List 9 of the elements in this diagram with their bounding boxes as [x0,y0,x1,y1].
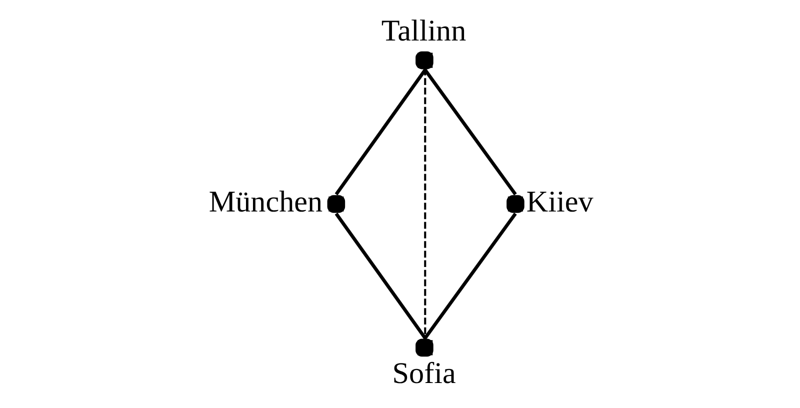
node-label: München [208,184,322,219]
connector [424,68,426,340]
node-label: Tallinn [380,14,466,48]
node-label: Sofia [392,356,456,390]
connector [423,212,516,340]
connector [334,68,426,196]
node-label: Kiiev [526,184,593,219]
connector [334,212,426,340]
connector [423,68,516,196]
